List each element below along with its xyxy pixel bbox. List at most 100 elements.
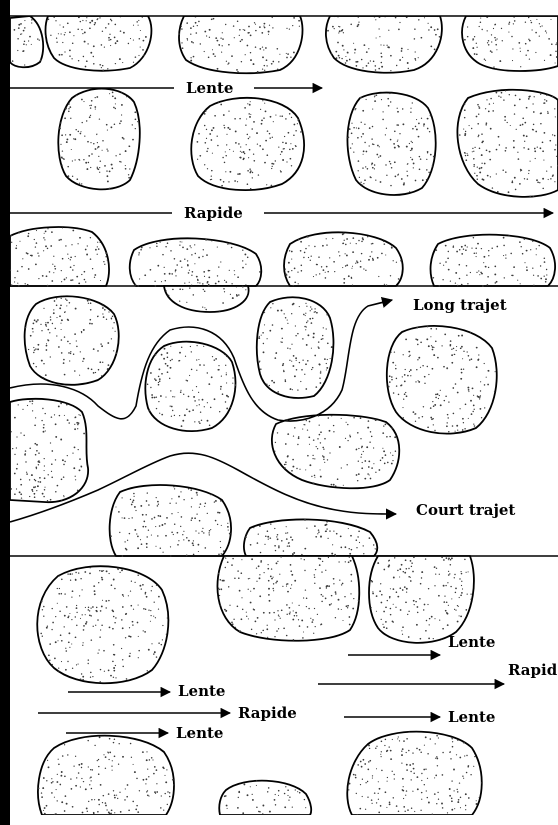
stipple-dot (547, 112, 549, 114)
stipple-dot (465, 805, 466, 806)
stipple-dot (324, 462, 325, 463)
stipple-dot (198, 551, 199, 552)
stipple-dot (32, 403, 33, 404)
stipple-dot (200, 503, 202, 505)
stipple-dot (157, 265, 159, 267)
stipple-dot (342, 583, 344, 585)
stipple-dot (464, 117, 466, 119)
stipple-dot (61, 640, 63, 642)
stipple-dot (436, 756, 438, 758)
stipple-dot (484, 163, 486, 165)
stipple-dot (167, 791, 168, 792)
stipple-dot (422, 416, 423, 417)
stipple-dot (378, 157, 379, 158)
stipple-dot (246, 144, 247, 145)
stipple-dot (47, 228, 48, 229)
stipple-dot (337, 42, 339, 44)
stipple-dot (71, 244, 72, 245)
stipple-dot (67, 166, 69, 168)
stipple-dot (314, 577, 315, 578)
stipple-dot (382, 457, 384, 459)
stipple-dot (84, 271, 86, 273)
stipple-dot (384, 243, 386, 245)
stipple-dot (15, 247, 17, 249)
stipple-dot (246, 616, 247, 617)
stipple-dot (247, 257, 249, 259)
stipple-dot (142, 514, 144, 516)
stipple-dot (143, 54, 145, 56)
stipple-dot (304, 519, 306, 521)
stipple-dot (38, 452, 40, 454)
stipple-dot (289, 276, 291, 278)
stipple-dot (242, 267, 244, 269)
stipple-dot (113, 107, 115, 109)
stipple-dot (179, 360, 181, 362)
stipple-dot (165, 781, 167, 783)
stipple-dot (379, 788, 381, 790)
stipple-dot (490, 128, 492, 130)
stipple-dot (420, 583, 422, 585)
stipple-dot (211, 179, 212, 180)
stipple-dot (375, 69, 377, 71)
stipple-dot (480, 18, 481, 19)
stipple-dot (393, 774, 394, 775)
stipple-dot (72, 230, 74, 232)
stipple-dot (443, 265, 444, 266)
stipple-dot (407, 614, 408, 615)
stipple-dot (390, 185, 391, 186)
stipple-dot (259, 577, 261, 579)
stipple-dot (250, 602, 252, 604)
stipple-dot (64, 415, 65, 416)
stipple-dot (58, 346, 60, 348)
stipple-dot (393, 392, 395, 394)
stipple-dot (229, 171, 231, 173)
stipple-dot (540, 147, 542, 149)
stipple-dot (326, 363, 327, 364)
stipple-dot (98, 759, 99, 760)
stipple-dot (312, 619, 314, 621)
stipple-dot (199, 422, 201, 424)
stipple-dot (461, 372, 463, 374)
stipple-dot (326, 367, 328, 369)
stipple-dot (202, 283, 204, 285)
stipple-dot (410, 580, 412, 582)
stipple-dot (377, 145, 379, 147)
stipple-dot (393, 577, 395, 579)
stipple-dot (51, 416, 53, 418)
stipple-dot (404, 586, 406, 588)
stipple-dot (402, 376, 403, 377)
stipple-dot (322, 338, 323, 339)
stipple-dot (41, 330, 42, 331)
stipple-dot (349, 435, 350, 436)
stipple-dot (322, 245, 324, 247)
stipple-dot (44, 477, 46, 479)
stipple-dot (165, 246, 166, 247)
stipple-dot (118, 764, 119, 765)
stipple-dot (191, 351, 192, 352)
stipple-dot (37, 38, 38, 39)
stipple-dot (31, 19, 33, 21)
stipple-dot (465, 155, 466, 156)
stipple-dot (461, 253, 463, 255)
stipple-dot (470, 774, 471, 775)
stipple-dot (204, 276, 205, 277)
stipple-dot (44, 813, 46, 815)
stipple-dot (24, 64, 25, 65)
stipple-dot (201, 531, 202, 532)
stipple-dot (263, 26, 264, 27)
stipple-dot (136, 21, 138, 23)
stipple-dot (126, 796, 128, 798)
stipple-dot (478, 113, 479, 114)
stipple-dot (533, 124, 535, 126)
stipple-dot (398, 810, 400, 812)
stipple-dot (474, 173, 475, 174)
stipple-dot (298, 239, 299, 240)
label-court-trajet: Court trajet (416, 501, 515, 519)
stipple-dot (121, 619, 123, 621)
stipple-dot (372, 803, 373, 804)
stipple-dot (199, 155, 201, 157)
stipple-dot (114, 622, 115, 623)
stipple-dot (476, 116, 478, 118)
stipple-dot (311, 322, 313, 324)
stipple-dot (197, 282, 198, 283)
